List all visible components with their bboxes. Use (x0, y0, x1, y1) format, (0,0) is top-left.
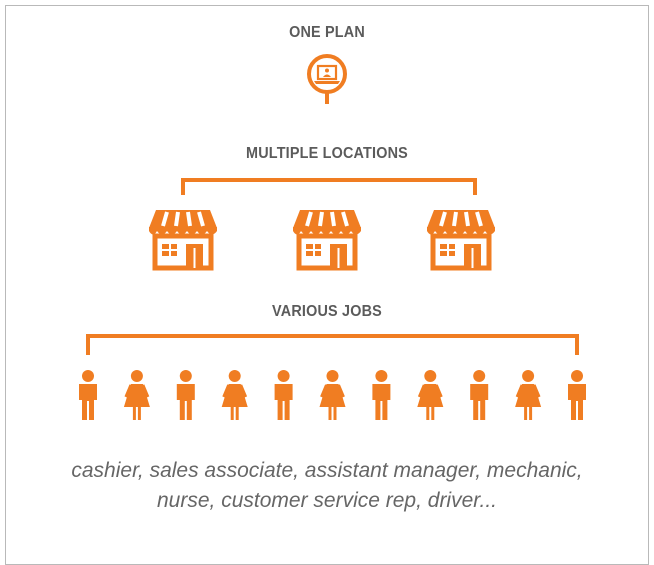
female-person-icon (220, 368, 250, 422)
heading-multiple-locations: MULTIPLE LOCATIONS (246, 145, 408, 162)
female-person-icon (318, 368, 347, 422)
storefront-icon (293, 210, 361, 268)
caption-line-2: nurse, customer service rep, driver... (157, 489, 497, 512)
diagram-graphics (79, 54, 586, 422)
female-person-icon (513, 368, 543, 422)
male-person-icon (568, 370, 586, 420)
locations-bracket (181, 178, 477, 195)
female-person-icon (415, 368, 445, 422)
male-person-icon (372, 370, 391, 420)
storefront-icon (427, 210, 495, 268)
people-row (79, 368, 586, 422)
male-person-icon (79, 370, 97, 420)
heading-one-plan: ONE PLAN (289, 24, 365, 41)
male-person-icon (470, 370, 489, 420)
storefront-icon (149, 210, 217, 268)
male-person-icon (176, 370, 195, 420)
jobs-bracket (86, 334, 579, 355)
heading-various-jobs: VARIOUS JOBS (272, 303, 382, 320)
female-person-icon (122, 368, 152, 422)
male-person-icon (274, 370, 293, 420)
caption-line-1: cashier, sales associate, assistant mana… (71, 459, 583, 482)
laptop-user-pin-icon (307, 54, 347, 104)
